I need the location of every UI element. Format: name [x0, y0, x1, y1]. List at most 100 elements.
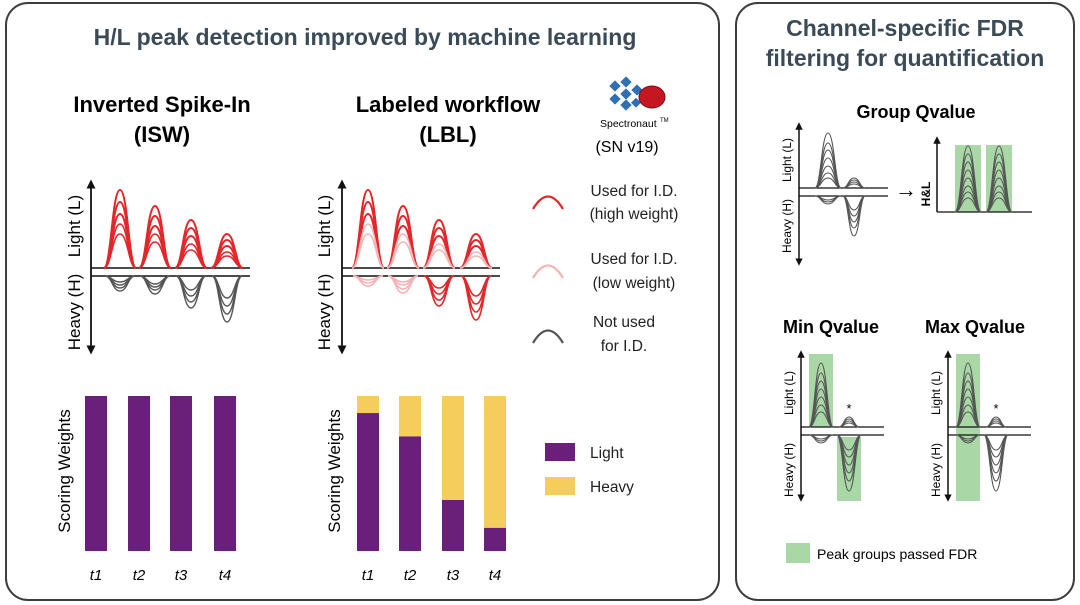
lbl-bar-heavy-t2 [399, 396, 421, 437]
group-hl-peak [954, 197, 982, 213]
curve-legend: Used for I.D. (high weight) Used for I.D… [532, 183, 678, 355]
group-light-peak [814, 172, 842, 189]
group-hl-peak [985, 197, 1013, 213]
group-hl-peak [985, 191, 1013, 213]
min-heavy-peak [836, 434, 862, 458]
fdr-legend-swatch [786, 543, 810, 563]
isw-bar-light-t2 [128, 396, 150, 551]
group-light-axis-label: Light (L) [780, 138, 794, 182]
legend-low-weight-line1: Used for I.D. [591, 251, 678, 268]
lbl-tick-label: t2 [404, 567, 417, 584]
isw-heavy-peak [211, 275, 243, 323]
max-heavy-peak [955, 434, 981, 440]
max-heavy-axis-label: Heavy (H) [929, 443, 943, 497]
min-light-axis-label: Light (L) [782, 371, 796, 415]
max-light-peak [985, 422, 1007, 428]
legend-high-weight-line1: Used for I.D. [591, 183, 678, 200]
isw-tick-label: t3 [175, 567, 188, 584]
isw-scoring-axis-label: Scoring Weights [55, 409, 74, 532]
right-panel-frame [735, 2, 1075, 601]
group-hl-peak [954, 191, 982, 213]
min-light-peak [838, 422, 860, 428]
isw-bar-light-t1 [85, 396, 107, 551]
lbl-light-peak [351, 233, 385, 269]
isw-peak-plot: Light (L) Heavy (H) [65, 179, 250, 355]
isw-tick-label: t4 [219, 567, 232, 584]
group-qvalue-plot: Light (L) Heavy (H) → H&L [780, 122, 1032, 266]
max-heavy-peak [983, 434, 1009, 458]
max-heavy-peak [983, 434, 1009, 451]
logo-version: (SN v19) [595, 139, 658, 156]
group-light-peak [814, 165, 842, 189]
lbl-light-peak [459, 255, 493, 269]
lbl-bar-heavy-t1 [357, 396, 379, 414]
min-light-peak [808, 404, 834, 428]
isw-heavy-peak [175, 275, 207, 297]
bar-legend: Light Heavy [545, 443, 634, 496]
max-qvalue-plot: * Light (L) Heavy (H) [929, 350, 1031, 502]
isw-heavy-peak [104, 275, 136, 292]
isw-title-line1: Inverted Spike-In [73, 92, 250, 117]
lbl-title-line2: (LBL) [419, 122, 476, 147]
isw-bar-light-t3 [170, 396, 192, 551]
isw-light-peak [210, 255, 244, 269]
fdr-legend-label: Peak groups passed FDR [817, 546, 977, 562]
legend-heavy-label: Heavy [590, 479, 634, 496]
group-heavy-peak [814, 195, 842, 201]
isw-heavy-peak [175, 275, 207, 309]
isw-heavy-axis-label: Heavy (H) [65, 274, 84, 351]
lbl-light-peak [386, 241, 420, 269]
lbl-bar-light-t4 [484, 527, 506, 551]
right-panel-title-line1: Channel-specific FDR [786, 15, 1024, 41]
lbl-heavy-peak [352, 275, 384, 287]
isw-heavy-peak [104, 275, 136, 286]
lbl-light-peak [422, 249, 456, 269]
isw-title-line2: (ISW) [134, 122, 190, 147]
min-heavy-peak [836, 434, 862, 451]
group-light-peak [814, 157, 842, 189]
lbl-heavy-peak [423, 275, 455, 307]
isw-heavy-peak [211, 275, 243, 307]
max-star-mark: * [993, 401, 998, 416]
legend-not-used-line2: for I.D. [601, 338, 648, 355]
max-light-axis-label: Light (L) [929, 371, 943, 415]
logo-red-disc-icon [639, 86, 665, 108]
isw-light-axis-label: Light (L) [65, 195, 84, 257]
legend-not-used-swatch [532, 329, 564, 344]
logo-trademark: TM [660, 118, 669, 124]
left-panel-title: H/L peak detection improved by machine l… [94, 24, 637, 50]
left-panel-frame [5, 2, 720, 601]
lbl-heavy-peak [423, 275, 455, 295]
lbl-bar-light-t1 [357, 413, 379, 551]
lbl-peak-plot: Light (L) Heavy (H) [315, 179, 500, 355]
lbl-heavy-peak [460, 275, 492, 305]
lbl-title-line1: Labeled workflow [356, 92, 541, 117]
lbl-heavy-peak [387, 275, 419, 294]
legend-light-label: Light [590, 445, 624, 462]
lbl-scoring-axis-label: Scoring Weights [325, 409, 344, 532]
min-light-peak [808, 411, 834, 428]
isw-heavy-peak [139, 275, 171, 295]
group-light-peak [814, 177, 842, 189]
group-heavy-peak [842, 195, 866, 211]
isw-tick-label: t2 [133, 567, 146, 584]
right-panel-title-line2: filtering for quantification [766, 45, 1045, 71]
legend-light-swatch [545, 443, 575, 461]
lbl-tick-label: t3 [447, 567, 460, 584]
isw-light-peak [174, 249, 208, 269]
lbl-heavy-axis-label: Heavy (H) [315, 274, 334, 351]
min-star-mark: * [846, 401, 851, 416]
isw-heavy-peak [175, 275, 207, 303]
isw-heavy-peak [139, 275, 171, 291]
logo-diamond-icon [609, 76, 643, 111]
group-arrow-icon: → [895, 177, 917, 202]
lbl-tick-label: t1 [362, 567, 375, 584]
min-qvalue-title: Min Qvalue [783, 317, 879, 337]
max-light-peak [955, 411, 981, 428]
max-light-peak [955, 404, 981, 428]
min-heavy-peak [808, 434, 834, 440]
legend-high-weight-swatch [532, 195, 564, 210]
isw-light-peak [138, 241, 172, 269]
